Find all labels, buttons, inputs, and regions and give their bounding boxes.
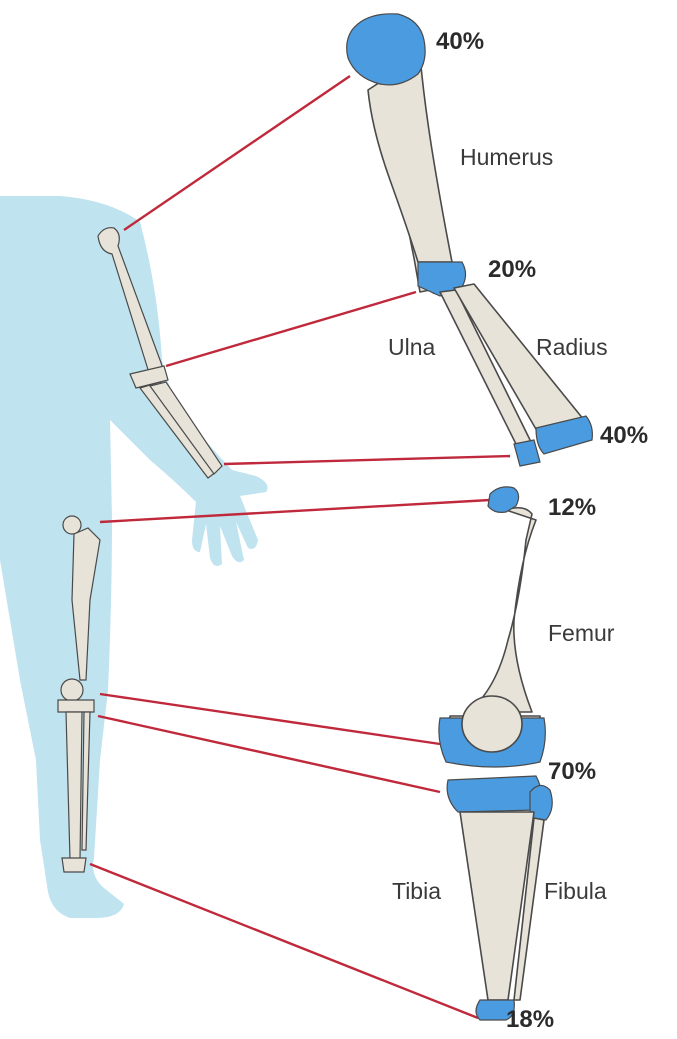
ankle-percent: 18% (506, 1008, 554, 1032)
forearm-bones (440, 284, 592, 466)
femur-proximal-percent: 12% (548, 496, 596, 520)
lower-leg-bones (447, 776, 552, 1020)
elbow-percent: 20% (488, 258, 536, 282)
wrist-percent: 40% (600, 424, 648, 448)
fibula-label: Fibula (544, 880, 607, 903)
connector-humerus-top (124, 76, 350, 230)
connector-lines (90, 76, 510, 1018)
ulna-label: Ulna (388, 336, 435, 359)
ulna-growth-plate (514, 440, 540, 466)
humerus-label: Humerus (460, 146, 553, 169)
patella (462, 696, 522, 752)
radius-label: Radius (536, 336, 608, 359)
femur-label: Femur (548, 622, 614, 645)
humerus-bone (347, 14, 466, 296)
tibia-label: Tibia (392, 880, 441, 903)
knee-percent: 70% (548, 760, 596, 784)
connector-knee-lower (98, 716, 440, 792)
connector-wrist (224, 456, 510, 464)
humerus-growth-plate (347, 14, 425, 85)
connector-knee-upper (100, 694, 440, 744)
humerus-proximal-percent: 40% (436, 30, 484, 54)
connector-femur-top (100, 500, 490, 522)
knee-tibia-growth-plate (447, 776, 541, 812)
femur-bone (439, 487, 545, 767)
connector-elbow (166, 292, 416, 366)
